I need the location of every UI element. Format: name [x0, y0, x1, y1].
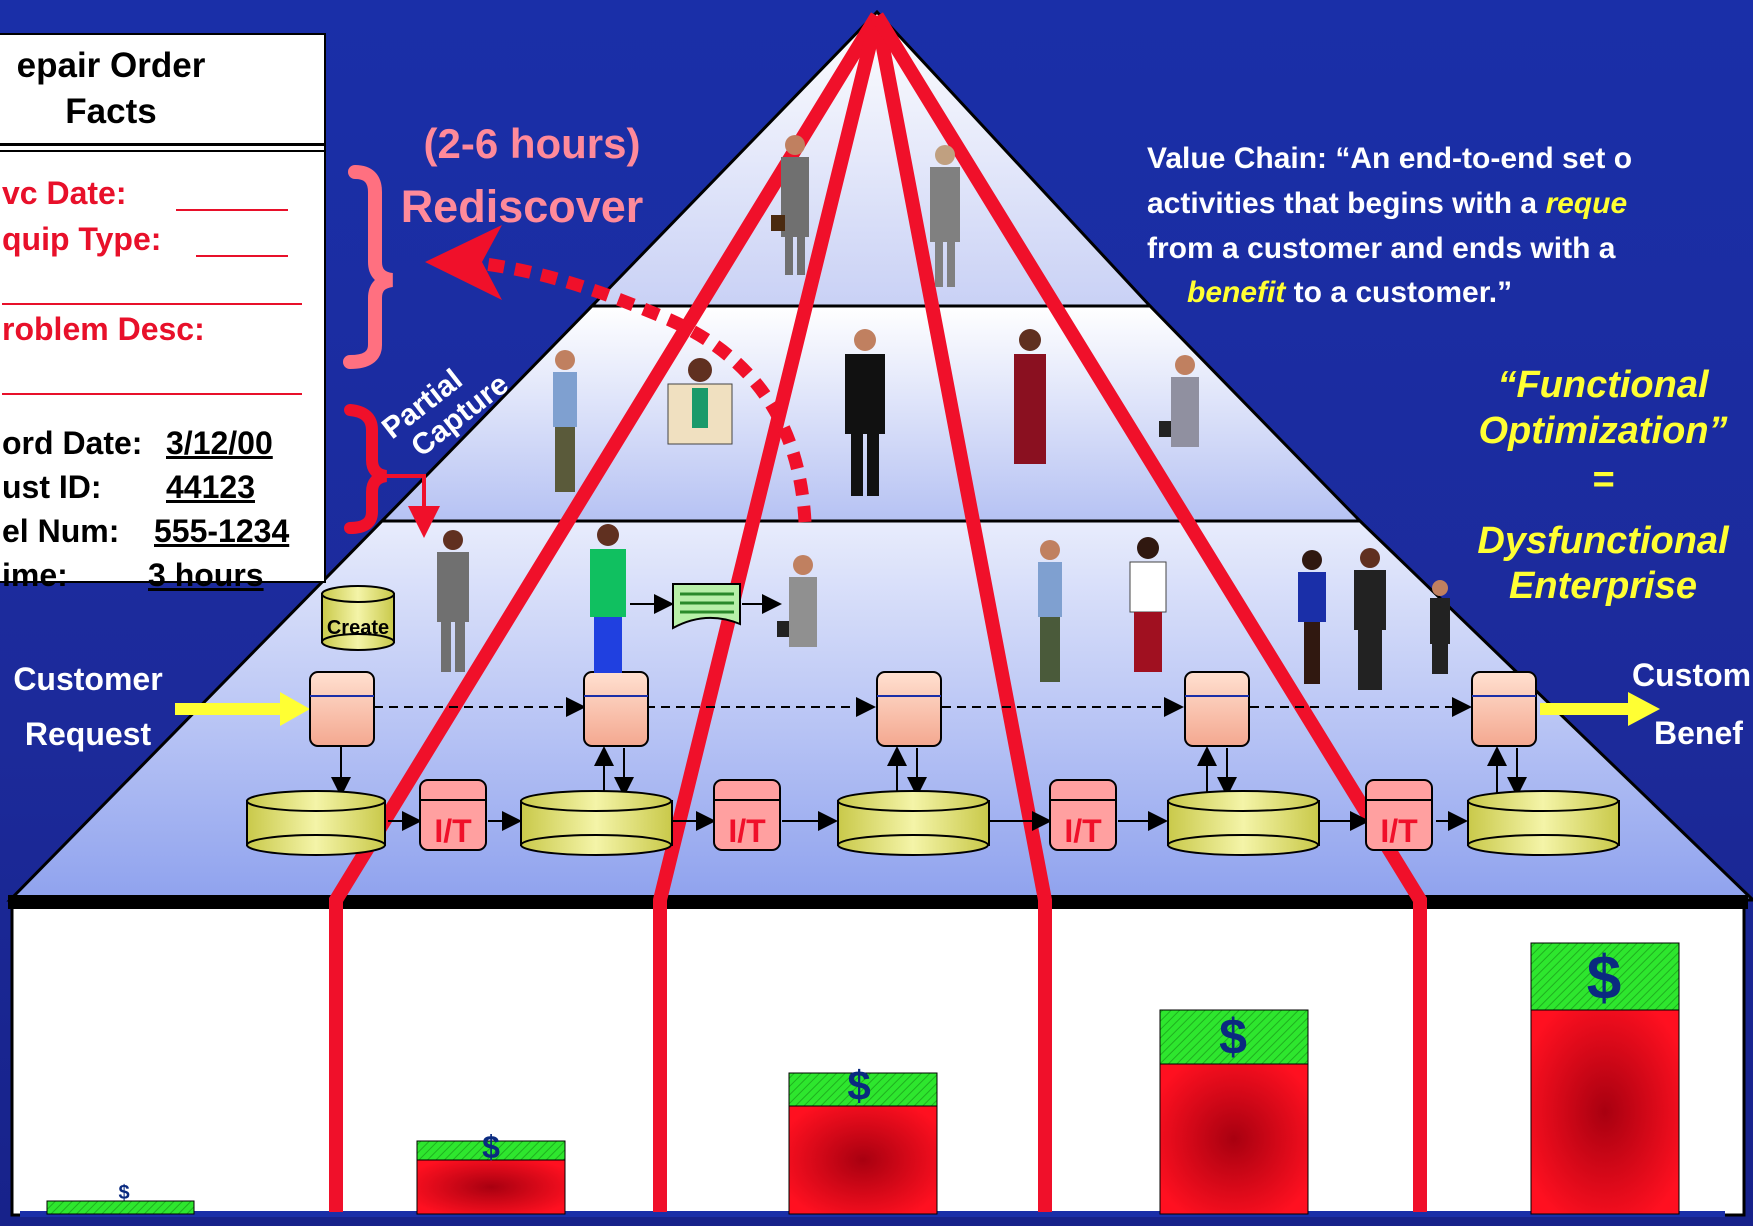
value-chain-request: reque: [1545, 187, 1627, 220]
person-icon: [930, 145, 960, 287]
dollar-icon: $: [118, 1182, 129, 1204]
person-icon: [1129, 537, 1167, 672]
tel-num-label: el Num:: [2, 513, 120, 549]
person-icon: [667, 358, 733, 445]
dollar-icon: $: [847, 1062, 870, 1109]
databases: [246, 790, 1620, 856]
value-chain-lines: [329, 12, 1427, 1212]
svg-text:activities that begins with a: activities that begins with a reque: [1147, 187, 1627, 220]
person-icon: [771, 135, 809, 275]
value-chain-line2a: activities that begins with a: [1147, 187, 1545, 220]
customer-benefit-label2: Benef: [1654, 715, 1743, 751]
brace-top: [343, 165, 394, 369]
ord-date-value: 3/12/00: [166, 425, 273, 461]
value-chain-line4b: to a customer.”: [1285, 276, 1512, 309]
revenue-bar-1: [46, 1200, 195, 1215]
equip-type-label: quip Type:: [2, 221, 162, 257]
create-label: Create: [327, 617, 389, 639]
rediscover-arc: [469, 255, 812, 523]
dollar-icon: $: [1587, 944, 1621, 1013]
dollar-icon: $: [1219, 1009, 1247, 1065]
person-icon: [1298, 550, 1326, 684]
slogan-line3: =: [1592, 459, 1614, 501]
problem-desc-blank: [2, 393, 302, 395]
value-chain-line1: Value Chain: “An end-to-end set o: [1147, 142, 1632, 175]
people-figures: [437, 135, 1450, 690]
revenue-bar-4: [1159, 1009, 1309, 1215]
rediscover-arrowhead: [425, 225, 502, 300]
dollar-labels: $ $ $ $ $: [118, 944, 1621, 1204]
facts-title: epair Order Facts: [0, 43, 226, 135]
value-chain-benefit: benefit: [1187, 276, 1287, 309]
facts-divider: [0, 150, 324, 152]
customer-request-arrow: [175, 692, 310, 726]
customer-request-label2: Request: [25, 716, 152, 752]
repair-order-facts-card: epair Order Facts vc Date: quip Type: ro…: [0, 33, 326, 593]
ord-date-label: ord Date:: [2, 425, 143, 461]
it-boxes: [419, 779, 1433, 851]
svg-text:benefit to a customer.”: benefit to a customer.”: [1187, 276, 1512, 309]
person-icon: [1430, 580, 1450, 674]
revenue-bar-3: [788, 1072, 938, 1215]
it-labels: I/T I/T I/T I/T: [434, 813, 1418, 849]
time-label: ime:: [2, 557, 68, 593]
customer-benefit-label1: Custom: [1632, 657, 1751, 693]
slogan-line5: Enterprise: [1509, 565, 1697, 607]
process-flow: [331, 697, 1527, 831]
create-database: [321, 585, 395, 651]
facts-title-line1: epair Order: [16, 46, 206, 85]
it-label: I/T: [1380, 813, 1418, 849]
rediscover-label: Rediscover: [401, 181, 644, 232]
equip-type-blank-2: [2, 303, 302, 305]
person-icon: [553, 350, 577, 492]
person-icon: [590, 524, 626, 673]
person-icon: [777, 555, 817, 647]
customer-benefit-arrow: [1540, 692, 1660, 726]
it-label: I/T: [1064, 813, 1102, 849]
facts-divider: [0, 143, 324, 146]
person-icon: [1159, 355, 1199, 447]
person-icon: [437, 530, 469, 672]
person-icon: [1354, 548, 1386, 690]
cust-id-label: ust ID:: [2, 469, 102, 505]
revenue-bar-2: [416, 1140, 566, 1215]
equip-type-blank: [196, 255, 288, 257]
it-label: I/T: [728, 813, 766, 849]
document-icon: [672, 583, 741, 630]
dollar-icon: $: [482, 1129, 500, 1165]
customer-request-label1: Customer: [13, 661, 162, 697]
slogan-line1: “Functional: [1497, 364, 1710, 406]
brace-bottom: [344, 404, 388, 534]
process-boxes: [309, 671, 1537, 747]
partial-capture-arrow: [386, 474, 440, 538]
svc-date-blank: [176, 209, 288, 211]
hours-label: (2-6 hours): [423, 120, 640, 167]
slogan-line2: Optimization”: [1478, 410, 1727, 452]
tel-num-value: 555-1234: [154, 513, 290, 549]
time-value: 3 hours: [148, 557, 264, 593]
it-label: I/T: [434, 813, 472, 849]
cust-id-value: 44123: [166, 469, 255, 505]
slogan-line4: Dysfunctional: [1477, 520, 1730, 562]
person-icon: [1038, 540, 1062, 682]
value-chain-line3: from a customer and ends with a: [1147, 232, 1616, 265]
problem-desc-label: roblem Desc:: [2, 311, 205, 347]
person-icon: [1014, 329, 1046, 464]
person-icon: [845, 329, 885, 496]
value-chain-definition: Value Chain: “An end-to-end set o activi…: [1147, 142, 1632, 309]
facts-title-line2: Facts: [65, 92, 157, 131]
revenue-bar-5: [1530, 942, 1680, 1215]
slogan: “Functional Optimization” = Dysfunctiona…: [1477, 364, 1730, 607]
svc-date-label: vc Date:: [2, 175, 127, 211]
